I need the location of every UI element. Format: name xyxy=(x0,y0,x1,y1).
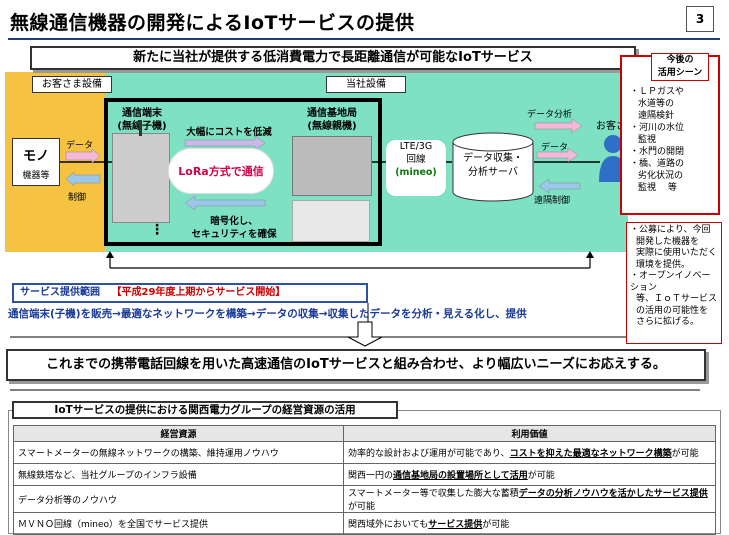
future-scenes-heading-2: 活用シーン xyxy=(657,68,703,78)
wireless-terminal-image xyxy=(112,120,170,223)
security-label: セキュリティを確保 xyxy=(191,229,277,240)
value-cell: 関西域外においてもサービス提供が可能 xyxy=(343,512,716,535)
control-arrow-label: 制御 xyxy=(68,193,87,203)
service-start-period: 【平成29年度上期からサービス開始】 xyxy=(111,287,286,298)
company-equipment-label: 当社設備 xyxy=(326,76,406,93)
service-flow-text: 通信端末(子機)を販売→最適なネットワークを構築→データの収集→収集したデータを… xyxy=(8,308,527,320)
data-analysis-label: データ分析 xyxy=(527,110,573,120)
future-scenes-heading: 今後の 活用シーン xyxy=(651,53,709,81)
server-label-line1: データ収集・ xyxy=(463,153,523,164)
terminal-subtitle: (無線子機) xyxy=(108,117,176,132)
base-station-image xyxy=(292,136,372,196)
server-data-label: データ xyxy=(541,143,569,153)
resource-cell: スマートメーターの無線ネットワークの構築、維持運用ノウハウ xyxy=(13,441,344,464)
lora-cloud: LoRa方式で通信 xyxy=(168,148,274,194)
server-cylinder xyxy=(452,132,534,202)
tower-building-image xyxy=(292,200,370,242)
future-scenes-list: ・ＬＰガスや 水道等の 遠隔検針 ・河川の水位 監視 ・水門の開閉 ・橋、道路の… xyxy=(630,86,716,194)
cost-reduction-label: 大幅にコストを低減 xyxy=(186,127,272,138)
lte-label: LTE/3G xyxy=(399,141,433,152)
server-label-line2: 分析サーバ xyxy=(468,167,518,178)
open-innovation-note: ・公募により、今回 開発した機器を 実際に使用いただく 環境を提供。 ・オープン… xyxy=(626,222,722,344)
network-equipment-frame xyxy=(104,98,382,246)
table-row: 無線鉄塔など、当社グループのインフラ設備 関西一円の通信基地局の設置場所として活… xyxy=(13,463,716,486)
base-station-subtitle: (無線親機) xyxy=(307,121,357,132)
future-scenes-heading-1: 今後の xyxy=(666,55,694,65)
lte-line-box: LTE/3G 回線 (mineo) xyxy=(386,140,446,196)
resources-table: 経営資源 利用価値 スマートメーターの無線ネットワークの構築、維持運用ノウハウ … xyxy=(13,425,716,535)
scene-item: ・水門の開閉 xyxy=(630,147,685,157)
service-range-box: サービス提供範囲 【平成29年度上期からサービス開始】 xyxy=(12,283,368,303)
thing-sub-label: 機器等 xyxy=(22,171,50,181)
table-row: スマートメーターの無線ネットワークの構築、維持運用ノウハウ 効率的な設計および運… xyxy=(13,441,716,464)
header-value: 利用価値 xyxy=(343,425,716,442)
terminal-title: 通信端末 xyxy=(122,108,162,119)
scene-item: ・河川の水位 監視 xyxy=(630,123,685,145)
resource-cell: 無線鉄塔など、当社グループのインフラ設備 xyxy=(13,463,344,486)
thing-device-box: モノ 機器等 xyxy=(12,138,60,186)
subtitle-banner: 新たに当社が提供する低消費電力で長距離通信が可能なIoTサービス xyxy=(30,46,636,70)
encryption-label: 暗号化し、 xyxy=(210,216,258,227)
table-row: データ分析等のノウハウ スマートメーター等で収集した膨大な蓄積データの分析ノウハ… xyxy=(13,485,716,513)
page-number: 3 xyxy=(686,6,714,32)
thing-label: モノ xyxy=(22,149,49,164)
base-station-title: 通信基地局 xyxy=(307,108,357,119)
value-cell: 効率的な設計および運用が可能であり、コストを抑えた最適なネットワーク構築が可能 xyxy=(343,441,716,464)
scene-item: ・橋、道路の 劣化状況の 監視 等 xyxy=(630,159,685,193)
title-underline xyxy=(8,38,720,40)
combination-banner: これまでの携帯電話回線を用いた高速通信のIoTサービスと組み合わせ、より幅広いニ… xyxy=(6,349,706,381)
remote-control-label: 遠隔制御 xyxy=(534,196,571,206)
more-devices-dots: ⋮ xyxy=(150,222,164,238)
lte-line-label: 回線 xyxy=(406,154,426,165)
resource-cell: ＭＶＮＯ回線（mineo）を全国でサービス提供 xyxy=(13,512,344,535)
data-arrow-label: データ xyxy=(66,141,94,151)
resource-cell: データ分析等のノウハウ xyxy=(13,485,344,513)
table-header-row: 経営資源 利用価値 xyxy=(13,425,716,442)
scene-item: ・ＬＰガスや 水道等の 遠隔検針 xyxy=(630,87,685,121)
table-row: ＭＶＮＯ回線（mineo）を全国でサービス提供 関西域外においてもサービス提供が… xyxy=(13,512,716,535)
header-resource: 経営資源 xyxy=(13,425,344,442)
future-scenes-box xyxy=(620,55,720,215)
customer-label: お客さま xyxy=(596,121,636,132)
value-cell: 関西一円の通信基地局の設置場所として活用が可能 xyxy=(343,463,716,486)
value-cell: スマートメーター等で収集した膨大な蓄積データの分析ノウハウを活かしたサービス提供… xyxy=(343,485,716,513)
server-label: データ収集・ 分析サーバ xyxy=(452,152,534,180)
mineo-label: (mineo) xyxy=(395,167,437,178)
service-range-label: サービス提供範囲 xyxy=(20,287,100,298)
customer-equipment-label: お客さま設備 xyxy=(32,76,112,93)
resources-title: IoTサービスの提供における関西電力グループの経営資源の活用 xyxy=(12,401,398,419)
page-title: 無線通信機器の開発によるIoTサービスの提供 xyxy=(10,12,415,34)
